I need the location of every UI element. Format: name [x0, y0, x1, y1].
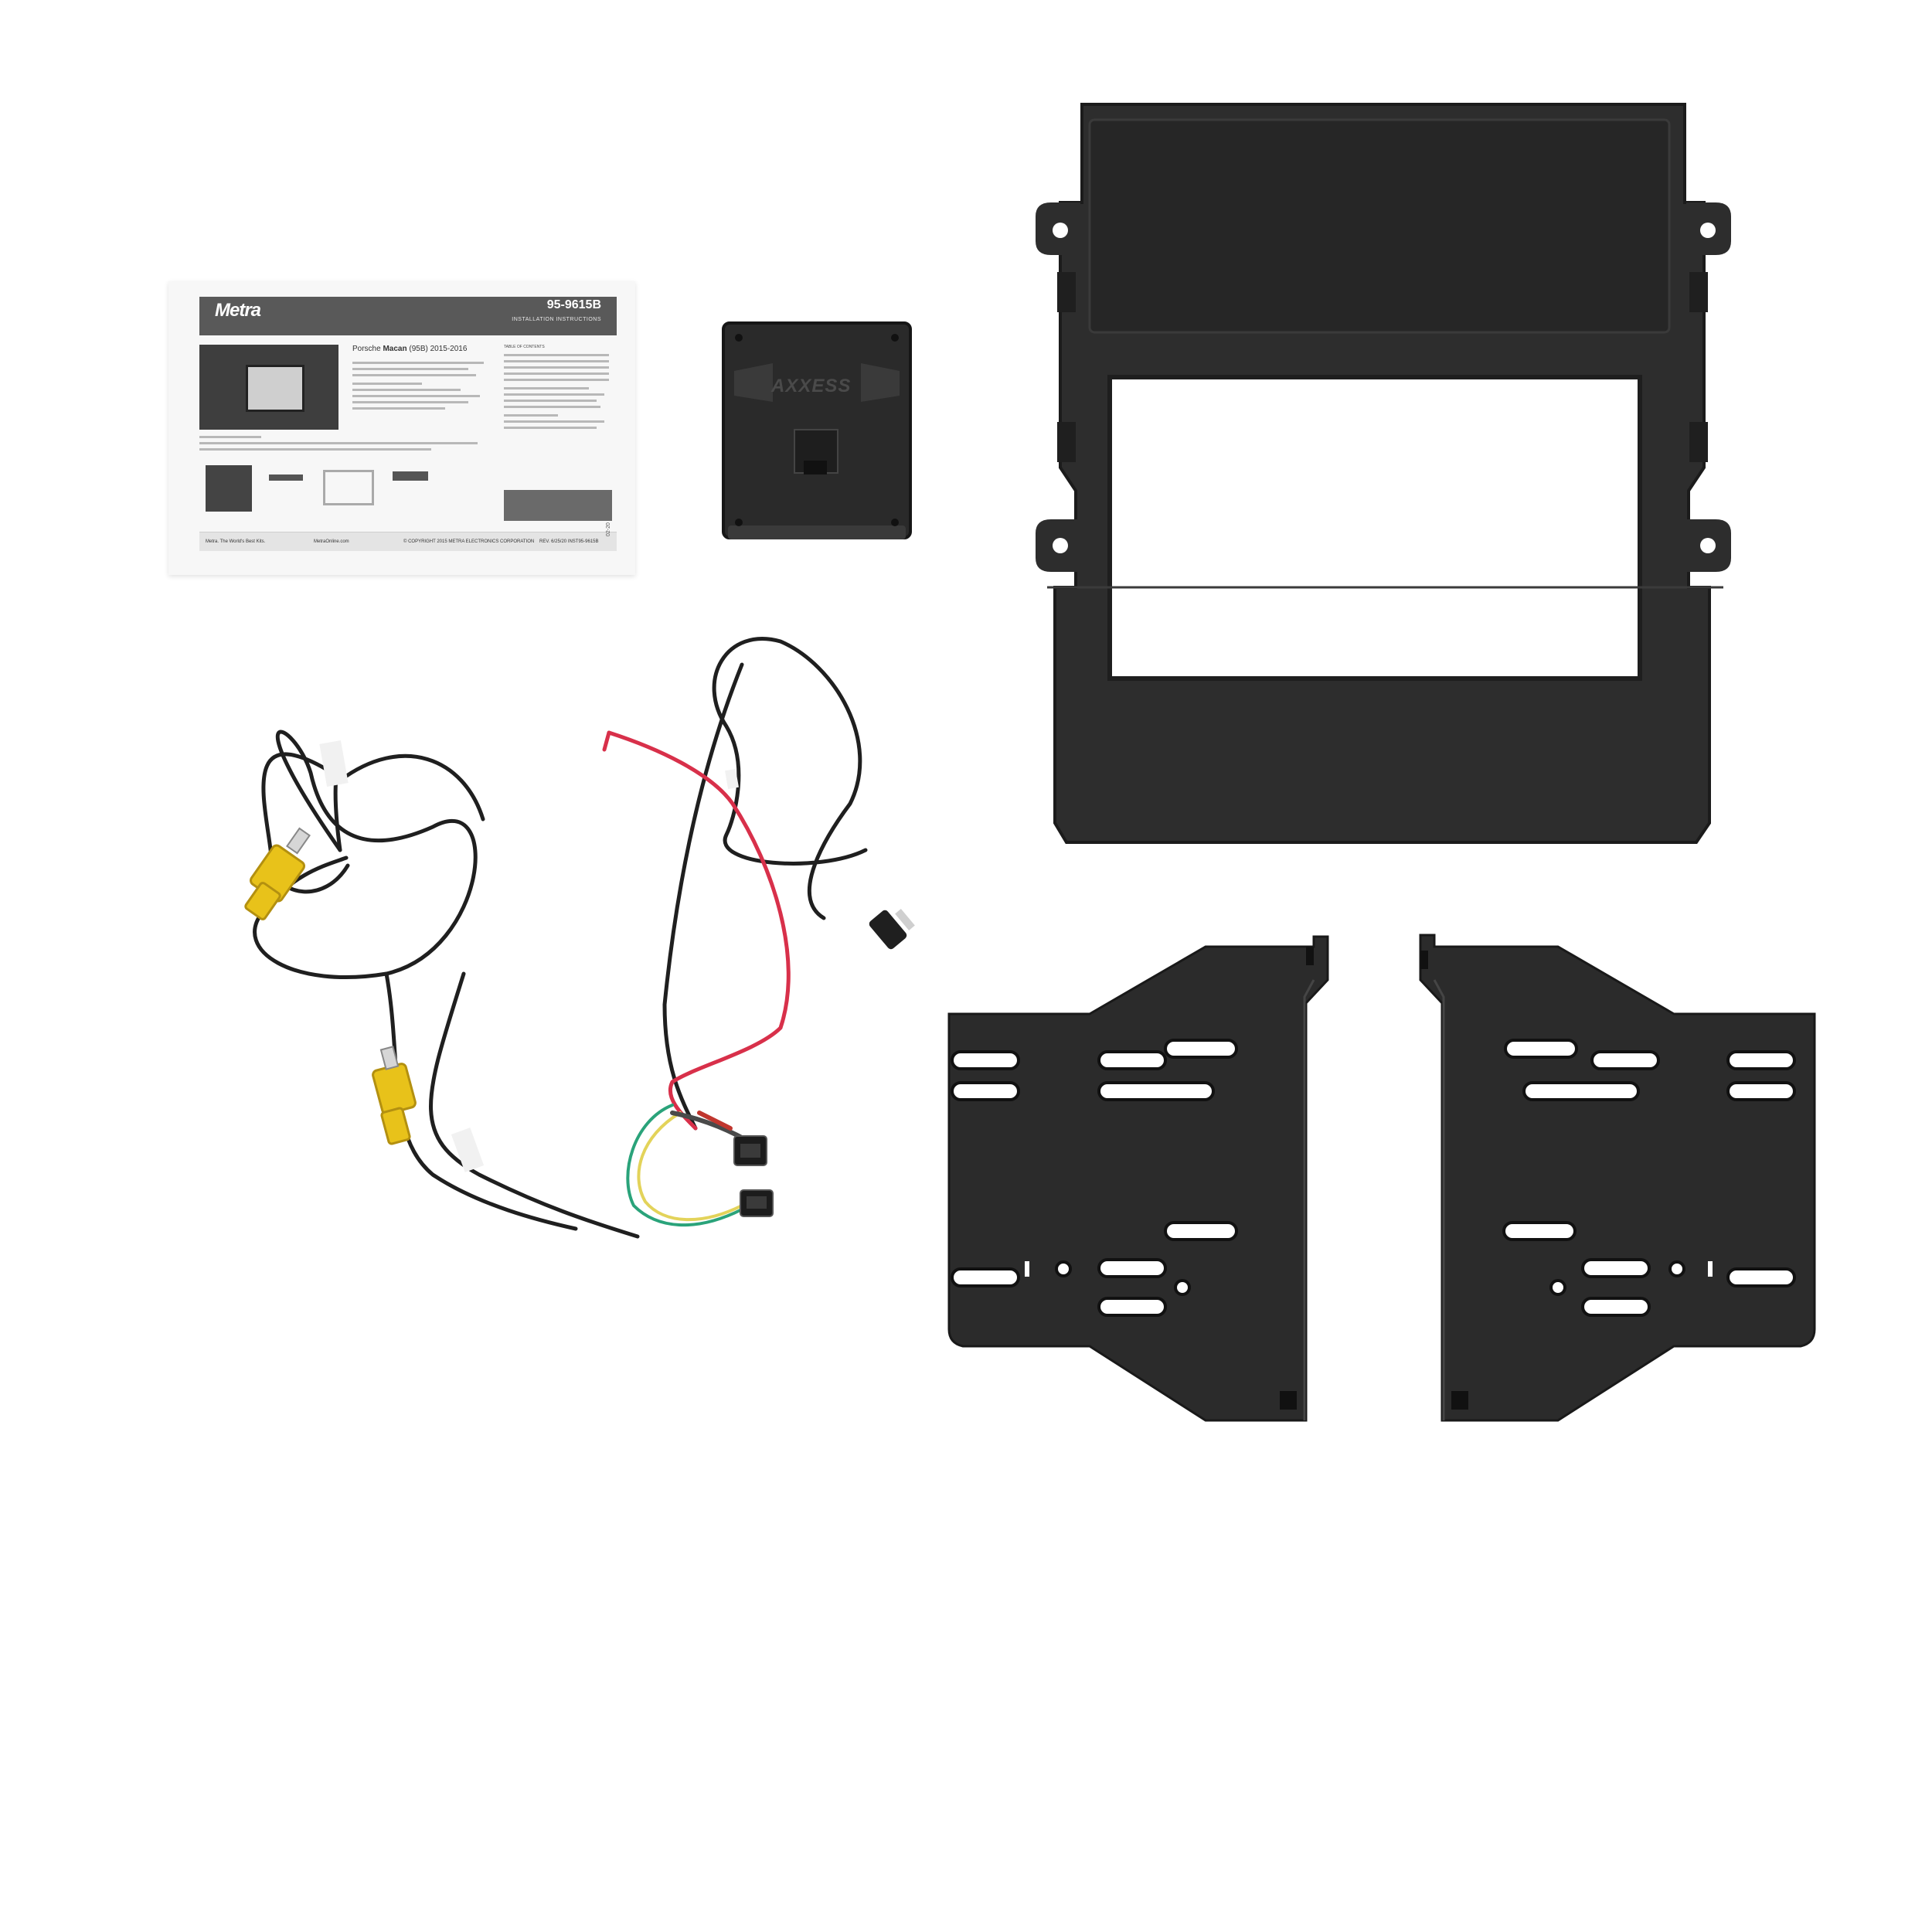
- component-bezel-thumb: [206, 465, 252, 512]
- feature-text: [352, 362, 492, 413]
- axxess-interface-module: [722, 321, 912, 539]
- axxess-logo: AXXESS: [771, 376, 852, 396]
- toc-text: [504, 354, 612, 433]
- attention-box: [504, 490, 612, 521]
- component-brackets-thumb: [323, 470, 374, 505]
- molex-connector-lower: [740, 1189, 774, 1217]
- wire-labels: [319, 740, 739, 1172]
- footer-site: MetraOnline.com: [314, 539, 349, 544]
- vehicle-title: Porsche Macan (95B) 2015-2016: [352, 345, 468, 353]
- part-number: 95-9615B: [546, 298, 601, 311]
- toc-heading: TABLE OF CONTENTS: [504, 345, 545, 349]
- dash-thumbnail-screen: [246, 365, 304, 412]
- footer-rev: REV. 6/25/20 INST95-9615B: [539, 539, 599, 544]
- dash-bezel: [1036, 103, 1731, 844]
- component-pocket-thumb: [393, 471, 428, 481]
- wiring-harness: [253, 637, 868, 1239]
- sheet-footer: [199, 532, 617, 551]
- instruction-sheet: Metra 95-9615B INSTALLATION INSTRUCTIONS…: [168, 281, 635, 575]
- rca-connector-lower: [372, 1046, 417, 1145]
- brand-logo: Metra: [215, 300, 261, 321]
- kit-components-text: [199, 436, 493, 454]
- rca-connector-upper: [244, 827, 311, 920]
- molex-connector-upper: [733, 1135, 767, 1166]
- left-mounting-bracket: [947, 935, 1329, 1422]
- footer-slogan: Metra. The World's Best Kits.: [206, 539, 266, 544]
- sheet-subheading: INSTALLATION INSTRUCTIONS: [512, 317, 601, 322]
- component-trim-thumb: [269, 474, 303, 481]
- jack-3-5mm: [869, 909, 915, 950]
- sheet-header: [199, 297, 617, 335]
- footer-copyright: © COPYRIGHT 2015 METRA ELECTRONICS CORPO…: [403, 539, 535, 544]
- right-mounting-bracket: [1419, 934, 1816, 1422]
